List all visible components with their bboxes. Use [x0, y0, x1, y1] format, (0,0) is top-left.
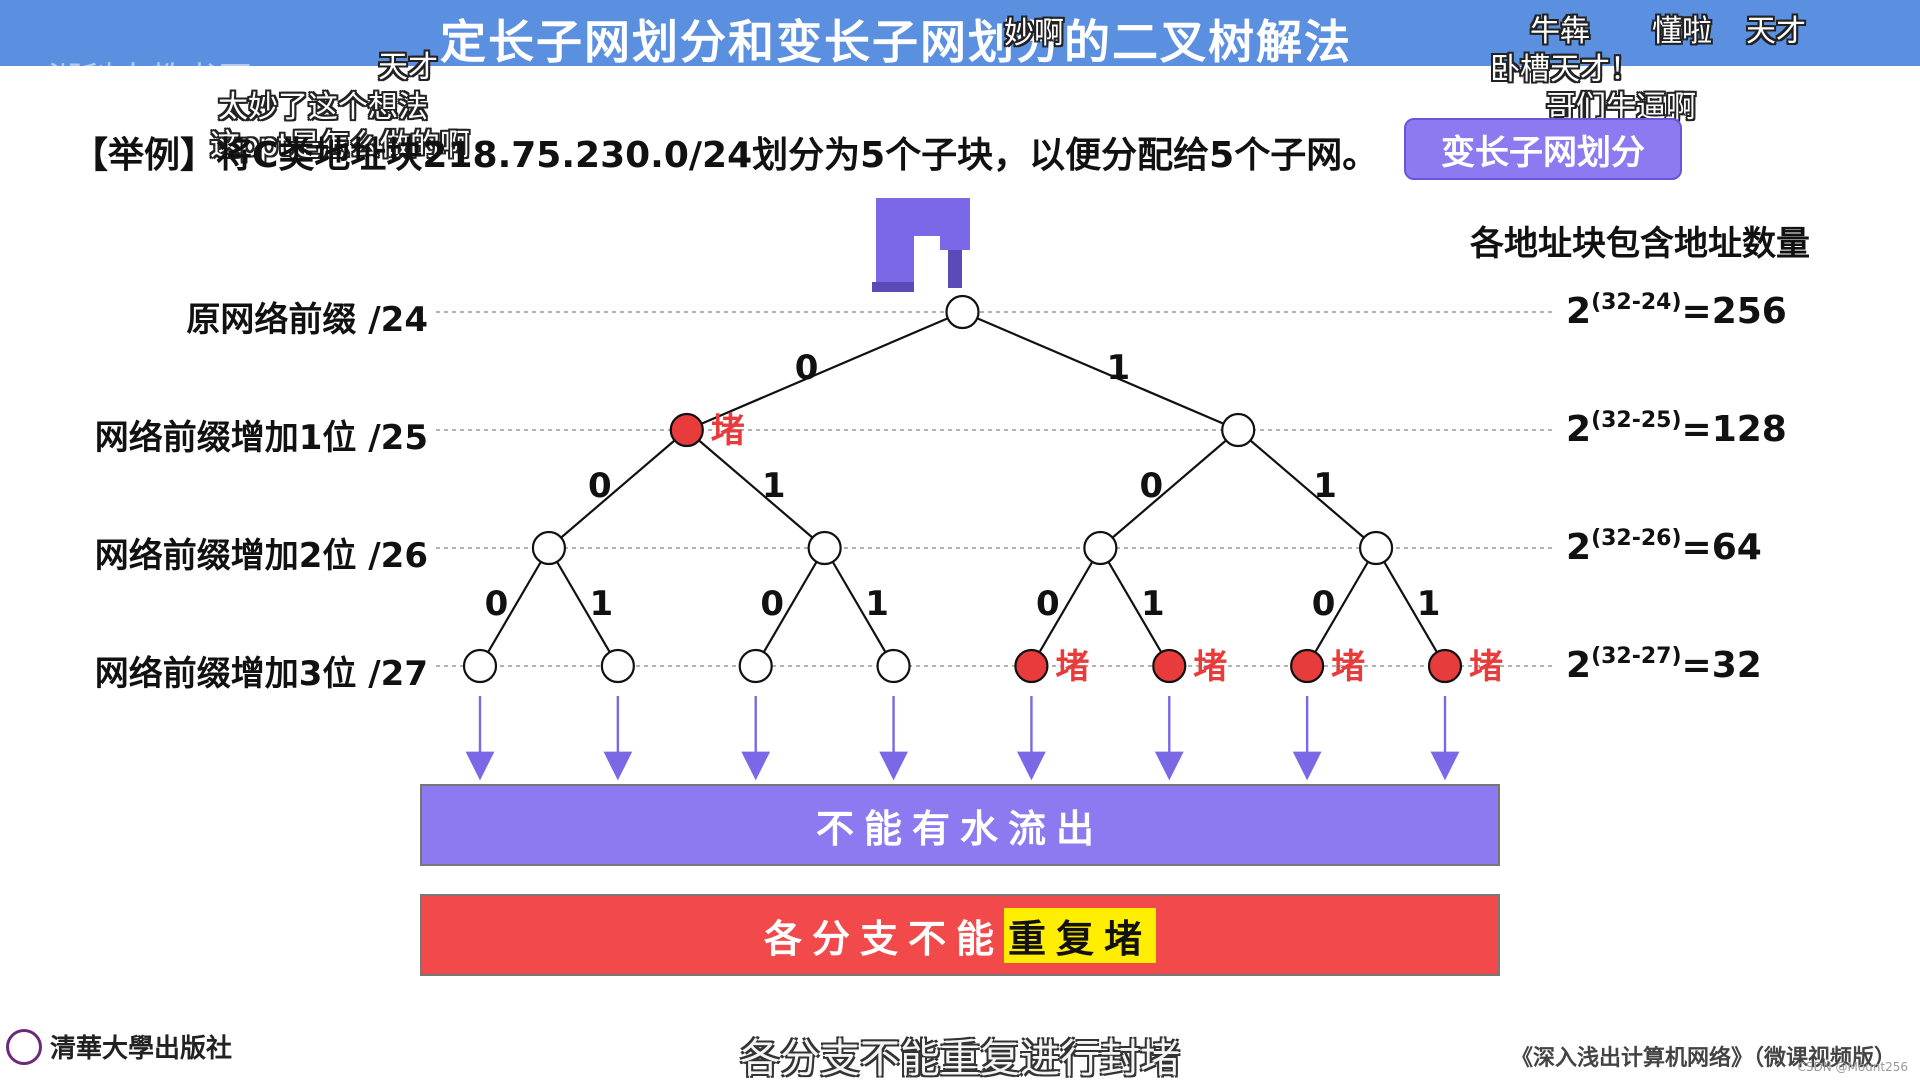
blocked-label: 堵 [1469, 647, 1503, 687]
danmaku-comment: 懂啦 [1652, 14, 1712, 49]
bit-label: 0 [588, 466, 612, 506]
tsinghua-seal-icon [6, 1028, 42, 1065]
tree-edge [479, 547, 550, 667]
no-water-banner: 不能有水流出 [420, 784, 1500, 866]
flow-arrows [465, 696, 1460, 781]
subtitle: 各分支不能重复进行封堵 [740, 1036, 1180, 1082]
slide-title: 定长子网划分和变长子网划分的二叉树解法 [440, 15, 1352, 69]
bit-label: 1 [1107, 348, 1131, 388]
blocked-node [1290, 648, 1325, 684]
address-count: 2(32-25)=128 [1566, 408, 1787, 450]
tree-edge [1099, 547, 1171, 667]
danmaku-comment: 妙啊 [1004, 16, 1064, 51]
tree-node [1083, 530, 1118, 566]
csdn-watermark: CSDN @Mount256 [1797, 1060, 1908, 1074]
address-count: 2(32-24)=256 [1566, 290, 1787, 332]
tree-node [531, 530, 567, 566]
tree-edge [686, 310, 963, 432]
tree-edge [754, 547, 826, 667]
bit-label: 1 [1417, 584, 1441, 624]
tree-edge [1099, 429, 1239, 549]
bit-label: 0 [1036, 584, 1060, 624]
bit-label: 1 [590, 584, 614, 624]
vlsm-button[interactable]: 变长子网划分 [1404, 118, 1682, 180]
blocked-label: 堵 [1055, 647, 1089, 687]
blocked-label: 堵 [711, 411, 745, 451]
danmaku-comment: 天才 [378, 50, 438, 85]
bit-label: 0 [795, 348, 819, 388]
tree-edge [1306, 547, 1378, 667]
address-count: 2(32-26)=64 [1566, 526, 1762, 568]
bit-label: 1 [762, 466, 786, 506]
book-title: 《深入浅出计算机网络》（微课视频版） [1510, 1046, 1896, 1071]
blocked-node [669, 412, 704, 448]
tree-edge [962, 310, 1239, 432]
tree-node [945, 294, 980, 330]
tree-edges [479, 310, 1446, 667]
tree-edge [1375, 547, 1446, 667]
blocked-label: 堵 [1193, 647, 1227, 687]
tree-node [876, 648, 911, 684]
tree-node [807, 530, 842, 566]
danmaku-comment: 天才 [1746, 14, 1806, 49]
tree-edge [548, 429, 688, 549]
address-count-header: 各地址块包含地址数量 [1470, 224, 1810, 264]
level-label: 原网络前缀 /24 [186, 300, 428, 340]
title-bar [0, 0, 1920, 66]
bit-label: 1 [865, 584, 889, 624]
blocked-label: 堵 [1331, 647, 1365, 687]
blocked-node [1014, 648, 1049, 684]
level-label: 网络前缀增加2位 /26 [94, 536, 428, 576]
tree-edge [547, 547, 619, 667]
level-label: 网络前缀增加1位 /25 [94, 418, 428, 458]
tree-edge [686, 429, 826, 549]
tree-node [738, 648, 773, 684]
tree-node [1358, 530, 1394, 566]
danmaku-comment: 太妙了这个想法 [218, 90, 428, 125]
example-text: 【举例】将C类地址块218.75.230.0/24划分为5个子块，以便分配给5个… [72, 135, 1379, 176]
blocked-node [1427, 648, 1463, 684]
level-label: 网络前缀增加3位 /27 [94, 654, 428, 694]
edge-bit-labels: 0 1 0 1 0 1 0 1 0 1 0 1 0 1 [485, 348, 1441, 624]
bit-label: 1 [1313, 466, 1337, 506]
bit-label: 0 [760, 584, 784, 624]
tree-nodes: 堵堵堵堵堵 [462, 294, 1503, 687]
no-repeat-block-banner: 各分支不能重复堵 [420, 894, 1500, 976]
publisher-logo: 清華大學出版社 [6, 1028, 232, 1065]
danmaku-comment: 卧槽天才！ [1490, 52, 1640, 87]
bit-label: 0 [1139, 466, 1163, 506]
tree-edge [1030, 547, 1102, 667]
bit-label: 0 [485, 584, 509, 624]
tree-node [462, 648, 498, 684]
address-count: 2(32-27)=32 [1566, 644, 1762, 686]
bit-label: 0 [1312, 584, 1336, 624]
danmaku-comment: 牛犇 [1530, 14, 1590, 49]
tree-node [1221, 412, 1256, 448]
bit-label: 1 [1141, 584, 1165, 624]
blocked-node [1152, 648, 1187, 684]
tree-node [600, 648, 635, 684]
highlighted-text: 重复堵 [1004, 907, 1157, 963]
watermark: 湖科大教书匠 [48, 60, 252, 100]
tree-edge [823, 547, 895, 667]
faucet-icon [872, 198, 970, 292]
danmaku-comment: 这ppt是怎么做的啊 [210, 128, 470, 163]
tree-edge [1237, 429, 1377, 549]
